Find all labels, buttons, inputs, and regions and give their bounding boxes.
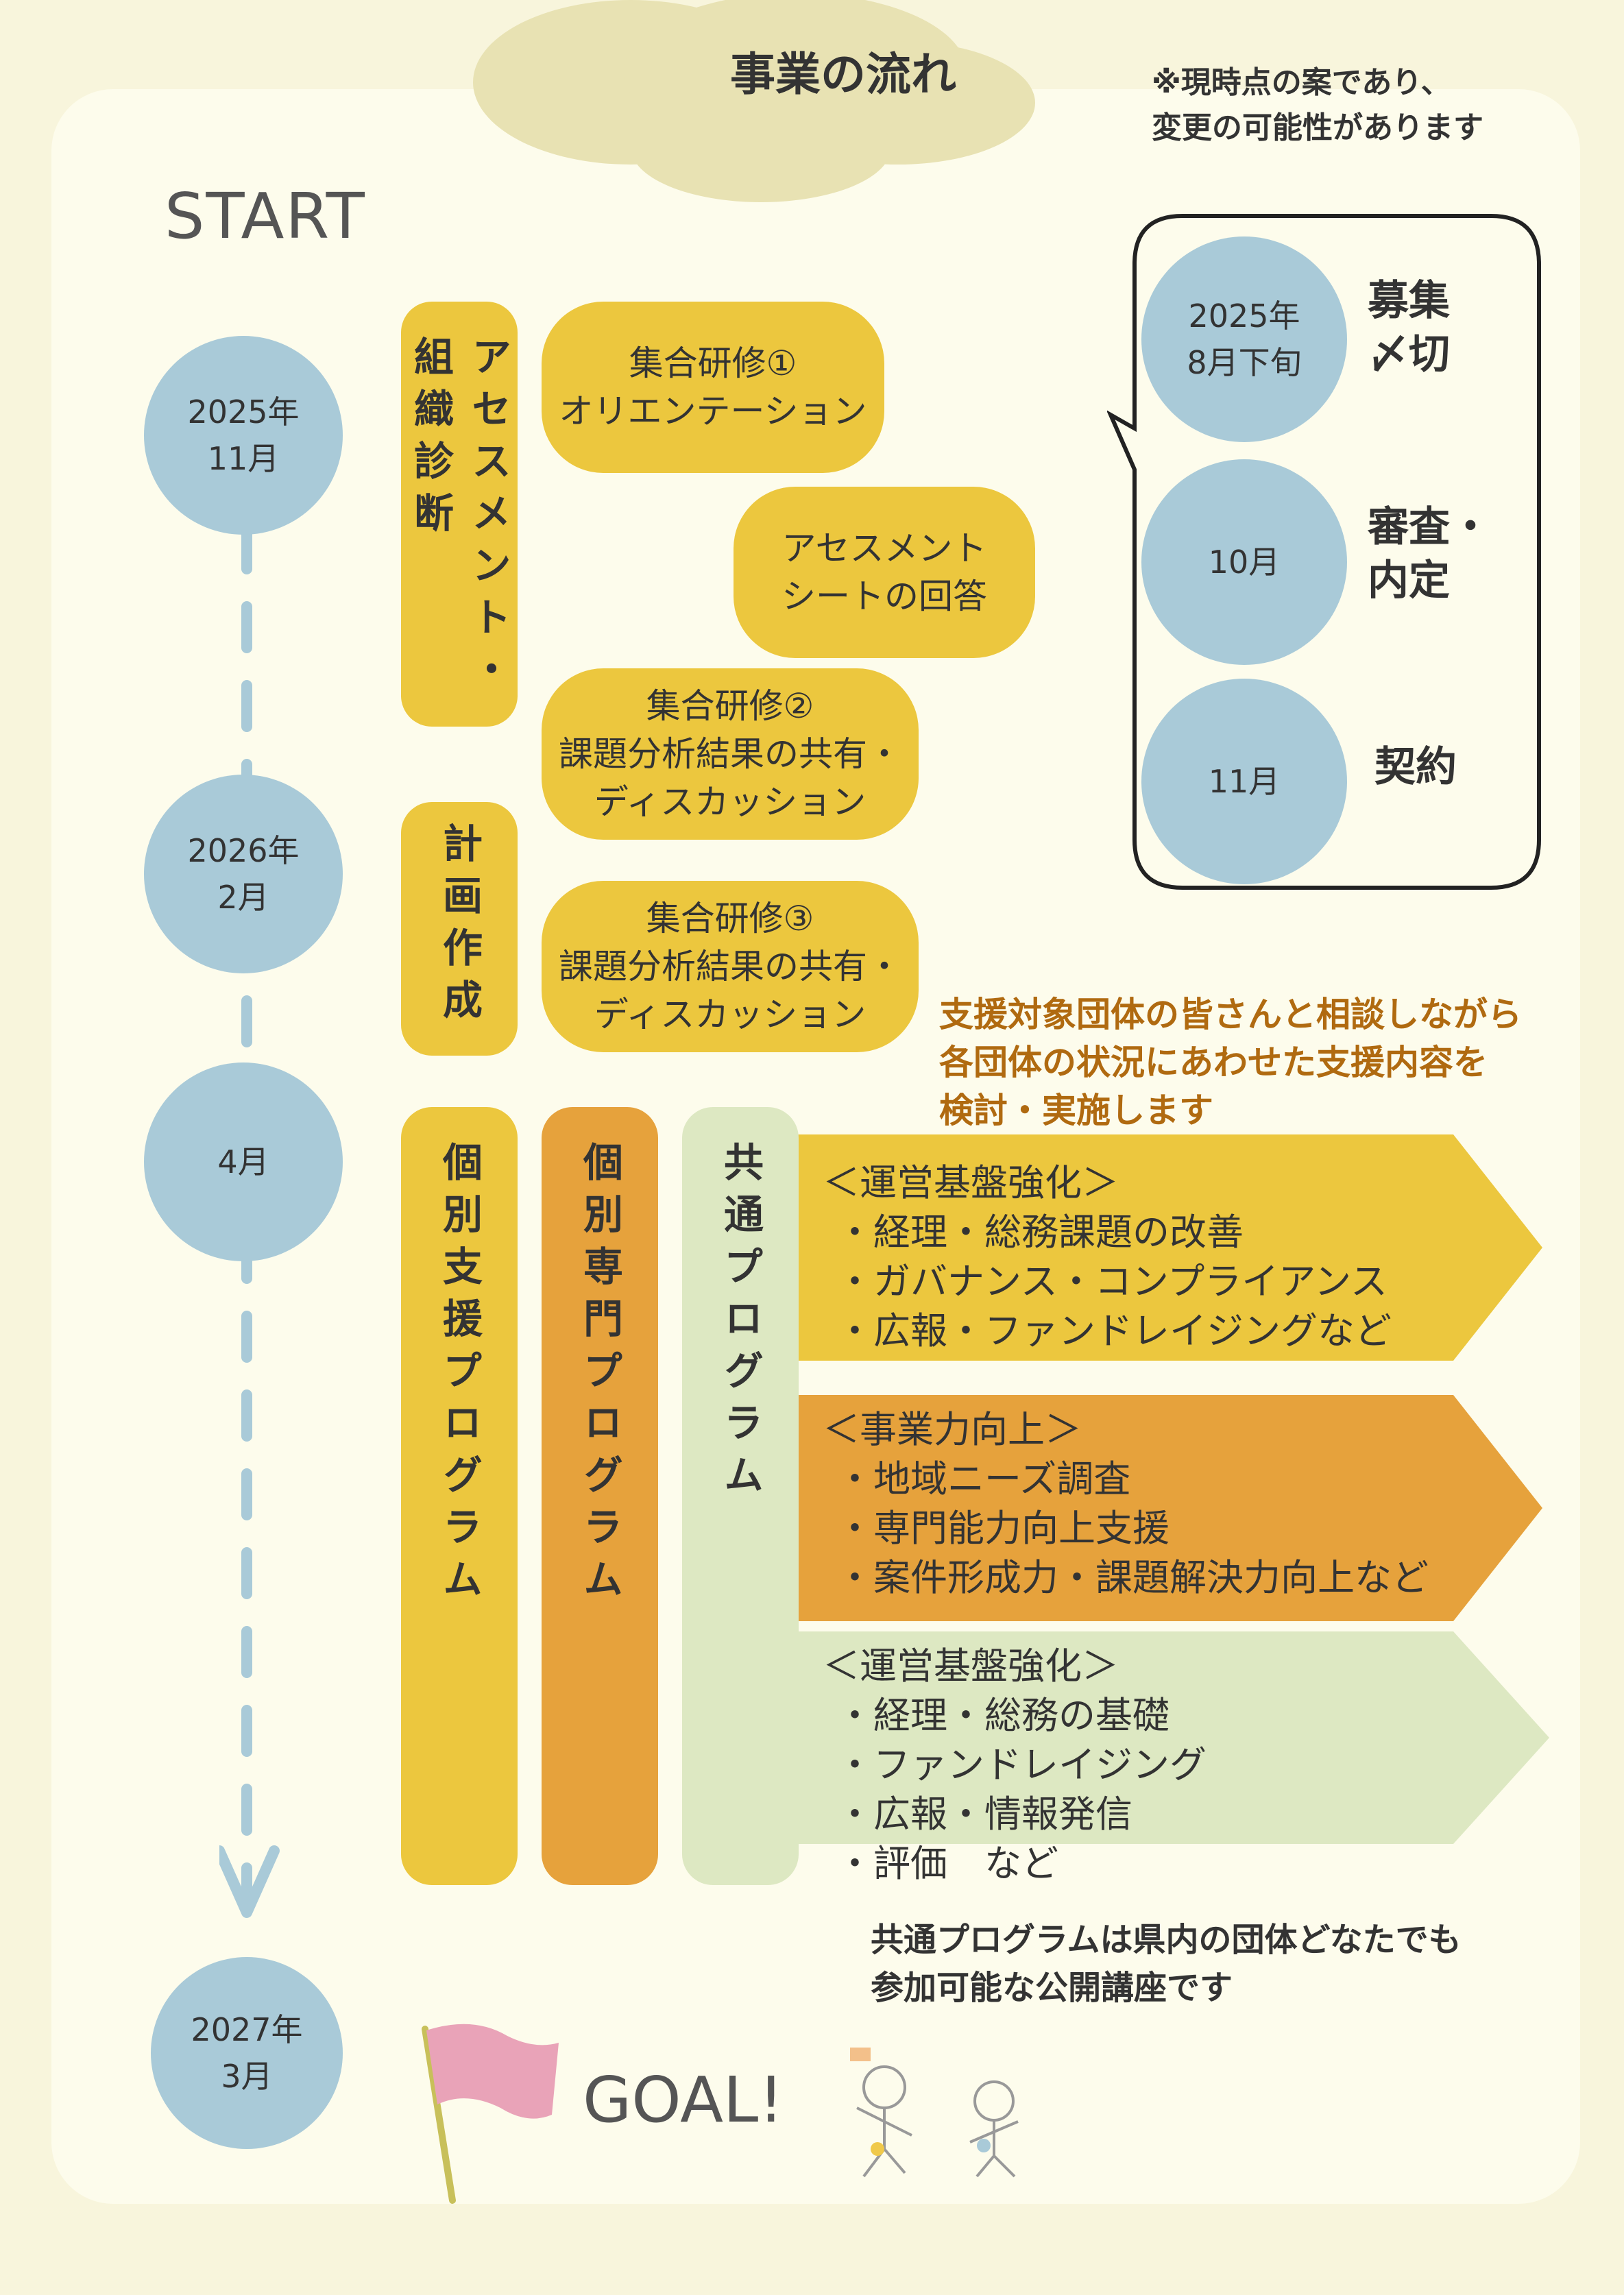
start-label: START <box>165 180 366 253</box>
recruitment-label-2: 審査・ 内定 <box>1368 503 1491 605</box>
step-assessment-sheet: アセスメント シートの回答 <box>734 487 1035 658</box>
title-cloud <box>473 0 1035 202</box>
program-operations: ＜運営基盤強化＞ 経理・総務課題の改善 ガバナンス・コンプライアンス 広報・ファ… <box>823 1158 1392 1356</box>
phase-planning-label: 計画作成 <box>436 823 483 1031</box>
program-item: 専門能力向上支援 <box>823 1504 1429 1553</box>
people-illustration <box>850 2048 1019 2178</box>
program-item: ファンドレイジング <box>823 1740 1207 1790</box>
recruitment-label-1: 募集 〆切 <box>1368 277 1450 378</box>
phase-individual-specialized-label: 個別専門プログラム <box>577 1141 623 1610</box>
program-item: 案件形成力・課題解決力向上など <box>823 1553 1429 1603</box>
recruitment-date-2: 10月 <box>1141 459 1347 665</box>
phase-individual-support-label: 個別支援プログラム <box>436 1141 483 1610</box>
phase-planning: 計画作成 <box>401 802 518 1056</box>
disclaimer-note: ※現時点の案であり、 変更の可能性があります <box>1152 65 1483 145</box>
program-item: 経理・総務課題の改善 <box>823 1208 1392 1257</box>
page-title: 事業の流れ <box>730 48 956 101</box>
phase-individual-specialized: 個別専門プログラム <box>542 1107 658 1885</box>
recruitment-label-3: 契約 <box>1374 743 1457 791</box>
step-training3: 集合研修③ 課題分析結果の共有・ ディスカッション <box>542 881 919 1052</box>
program-item: 地域ニーズ調査 <box>823 1455 1429 1504</box>
timeline-node-2025-11: 2025年 11月 <box>144 336 343 535</box>
phase-common: 共通プログラム <box>682 1107 799 1885</box>
timeline-node-2026-04: 4月 <box>144 1062 343 1261</box>
timeline-line <box>219 528 280 1925</box>
goal-label: GOAL! <box>583 2063 784 2137</box>
timeline-node-2026-02: 2026年 2月 <box>144 775 343 973</box>
goal-flag-icon <box>422 2024 559 2204</box>
program-item: 広報・ファンドレイジングなど <box>823 1307 1392 1356</box>
step-training2: 集合研修② 課題分析結果の共有・ ディスカッション <box>542 668 919 840</box>
program-business: ＜事業力向上＞ 地域ニーズ調査 専門能力向上支援 案件形成力・課題解決力向上など <box>823 1405 1429 1603</box>
support-note: 支援対象団体の皆さんと相談しながら 各団体の状況にあわせた支援内容を 検討・実施… <box>939 995 1522 1130</box>
program-common-operations: ＜運営基盤強化＞ 経理・総務の基礎 ファンドレイジング 広報・情報発信 評価 な… <box>823 1642 1207 1889</box>
step-training1: 集合研修① オリエンテーション <box>542 302 884 473</box>
program-item: 評価 など <box>823 1839 1207 1889</box>
program-heading: ＜運営基盤強化＞ <box>823 1161 1119 1204</box>
phase-individual-support: 個別支援プログラム <box>401 1107 518 1885</box>
program-item: 経理・総務の基礎 <box>823 1691 1207 1740</box>
program-heading: ＜事業力向上＞ <box>823 1408 1082 1451</box>
common-program-note: 共通プログラムは県内の団体どなたでも 参加可能な公開講座です <box>871 1921 1462 2007</box>
program-heading: ＜運営基盤強化＞ <box>823 1644 1119 1688</box>
phase-common-label: 共通プログラム <box>717 1141 764 1506</box>
phase-assessment-label: アセスメント・組織診断 <box>407 336 511 701</box>
program-item: 広報・情報発信 <box>823 1790 1207 1839</box>
recruitment-date-1: 2025年 8月下旬 <box>1141 236 1347 442</box>
program-item: ガバナンス・コンプライアンス <box>823 1257 1392 1307</box>
phase-assessment: アセスメント・組織診断 <box>401 302 518 727</box>
timeline-node-2027-03: 2027年 3月 <box>151 1957 343 2149</box>
recruitment-date-3: 11月 <box>1141 679 1347 884</box>
